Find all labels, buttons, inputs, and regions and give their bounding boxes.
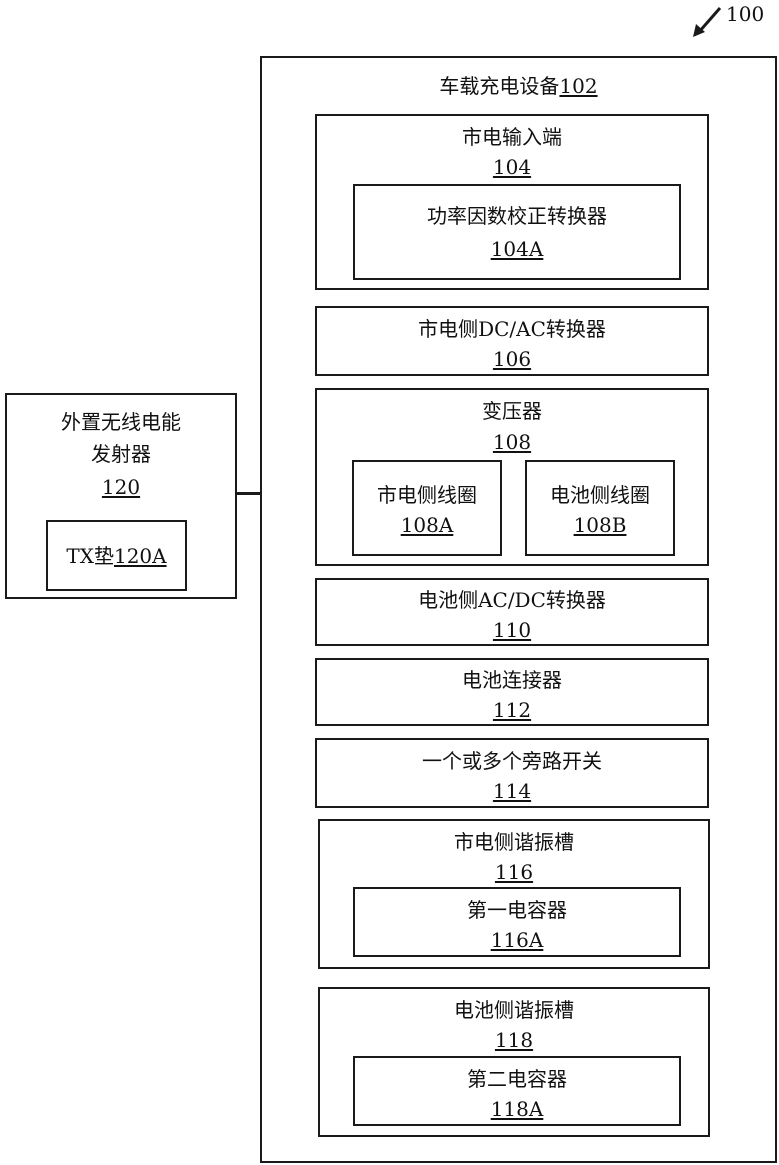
battery-acdc-title: 电池侧AC/DC转换器 <box>418 588 606 612</box>
battery-acdc-ref: 110 <box>492 618 532 642</box>
battery-acdc-box: 电池侧AC/DC转换器 110 <box>315 578 709 646</box>
grid-dcac-title: 市电侧DC/AC转换器 <box>418 317 606 341</box>
tx-pad-title: TX垫120A <box>48 544 185 568</box>
pfc-converter-title: 功率因数校正转换器 <box>427 204 607 228</box>
grid-input-ref: 104 <box>492 155 532 179</box>
battery-connector-ref: 112 <box>492 698 532 722</box>
tx-pad-label: TX垫 <box>66 544 114 568</box>
battery-coil-title: 电池侧线圈 <box>550 483 650 507</box>
onboard-charger-title: 车载充电设备102 <box>262 74 775 98</box>
tx-pad-box: TX垫120A <box>46 520 187 591</box>
transformer-ref: 108 <box>492 430 532 454</box>
battery-resonant-tank-title: 电池侧谐振槽 <box>454 998 574 1022</box>
grid-dcac-ref: 106 <box>492 347 532 371</box>
grid-coil-title: 市电侧线圈 <box>377 483 477 507</box>
battery-coil-ref: 108B <box>573 513 627 537</box>
tx-pad-ref: 120A <box>113 544 167 568</box>
grid-resonant-tank-ref: 116 <box>494 860 534 884</box>
second-capacitor-box: 第二电容器 118A <box>353 1056 681 1126</box>
pfc-converter-ref: 104A <box>490 237 544 261</box>
bypass-switches-title: 一个或多个旁路开关 <box>422 749 602 773</box>
grid-coil-ref: 108A <box>400 513 454 537</box>
first-capacitor-ref: 116A <box>490 928 544 952</box>
bypass-switches-box: 一个或多个旁路开关 114 <box>315 738 709 808</box>
figure-reference-number: 100 <box>726 2 765 26</box>
grid-resonant-tank-title: 市电侧谐振槽 <box>454 830 574 854</box>
first-capacitor-box: 第一电容器 116A <box>353 887 681 957</box>
second-capacitor-ref: 118A <box>490 1097 544 1121</box>
second-capacitor-title: 第二电容器 <box>467 1067 567 1091</box>
transformer-title: 变压器 <box>482 399 542 423</box>
bypass-switches-ref: 114 <box>492 779 532 803</box>
grid-coil-box: 市电侧线圈 108A <box>352 460 502 556</box>
external-transmitter-title-line2: 发射器 <box>91 442 151 466</box>
onboard-charger-ref: 102 <box>559 74 598 98</box>
battery-connector-box: 电池连接器 112 <box>315 658 709 726</box>
grid-input-title: 市电输入端 <box>462 125 562 149</box>
onboard-charger-label: 车载充电设备 <box>439 74 560 98</box>
grid-dcac-box: 市电侧DC/AC转换器 106 <box>315 306 709 376</box>
battery-resonant-tank-ref: 118 <box>494 1028 534 1052</box>
connection-line <box>236 492 261 495</box>
external-transmitter-title-line1: 外置无线电能 <box>61 410 181 434</box>
pfc-converter-box: 功率因数校正转换器 104A <box>353 184 681 280</box>
battery-connector-title: 电池连接器 <box>462 668 562 692</box>
battery-coil-box: 电池侧线圈 108B <box>525 460 675 556</box>
first-capacitor-title: 第一电容器 <box>467 898 567 922</box>
reference-arrow-icon <box>693 7 722 37</box>
external-transmitter-ref: 120 <box>101 475 141 499</box>
